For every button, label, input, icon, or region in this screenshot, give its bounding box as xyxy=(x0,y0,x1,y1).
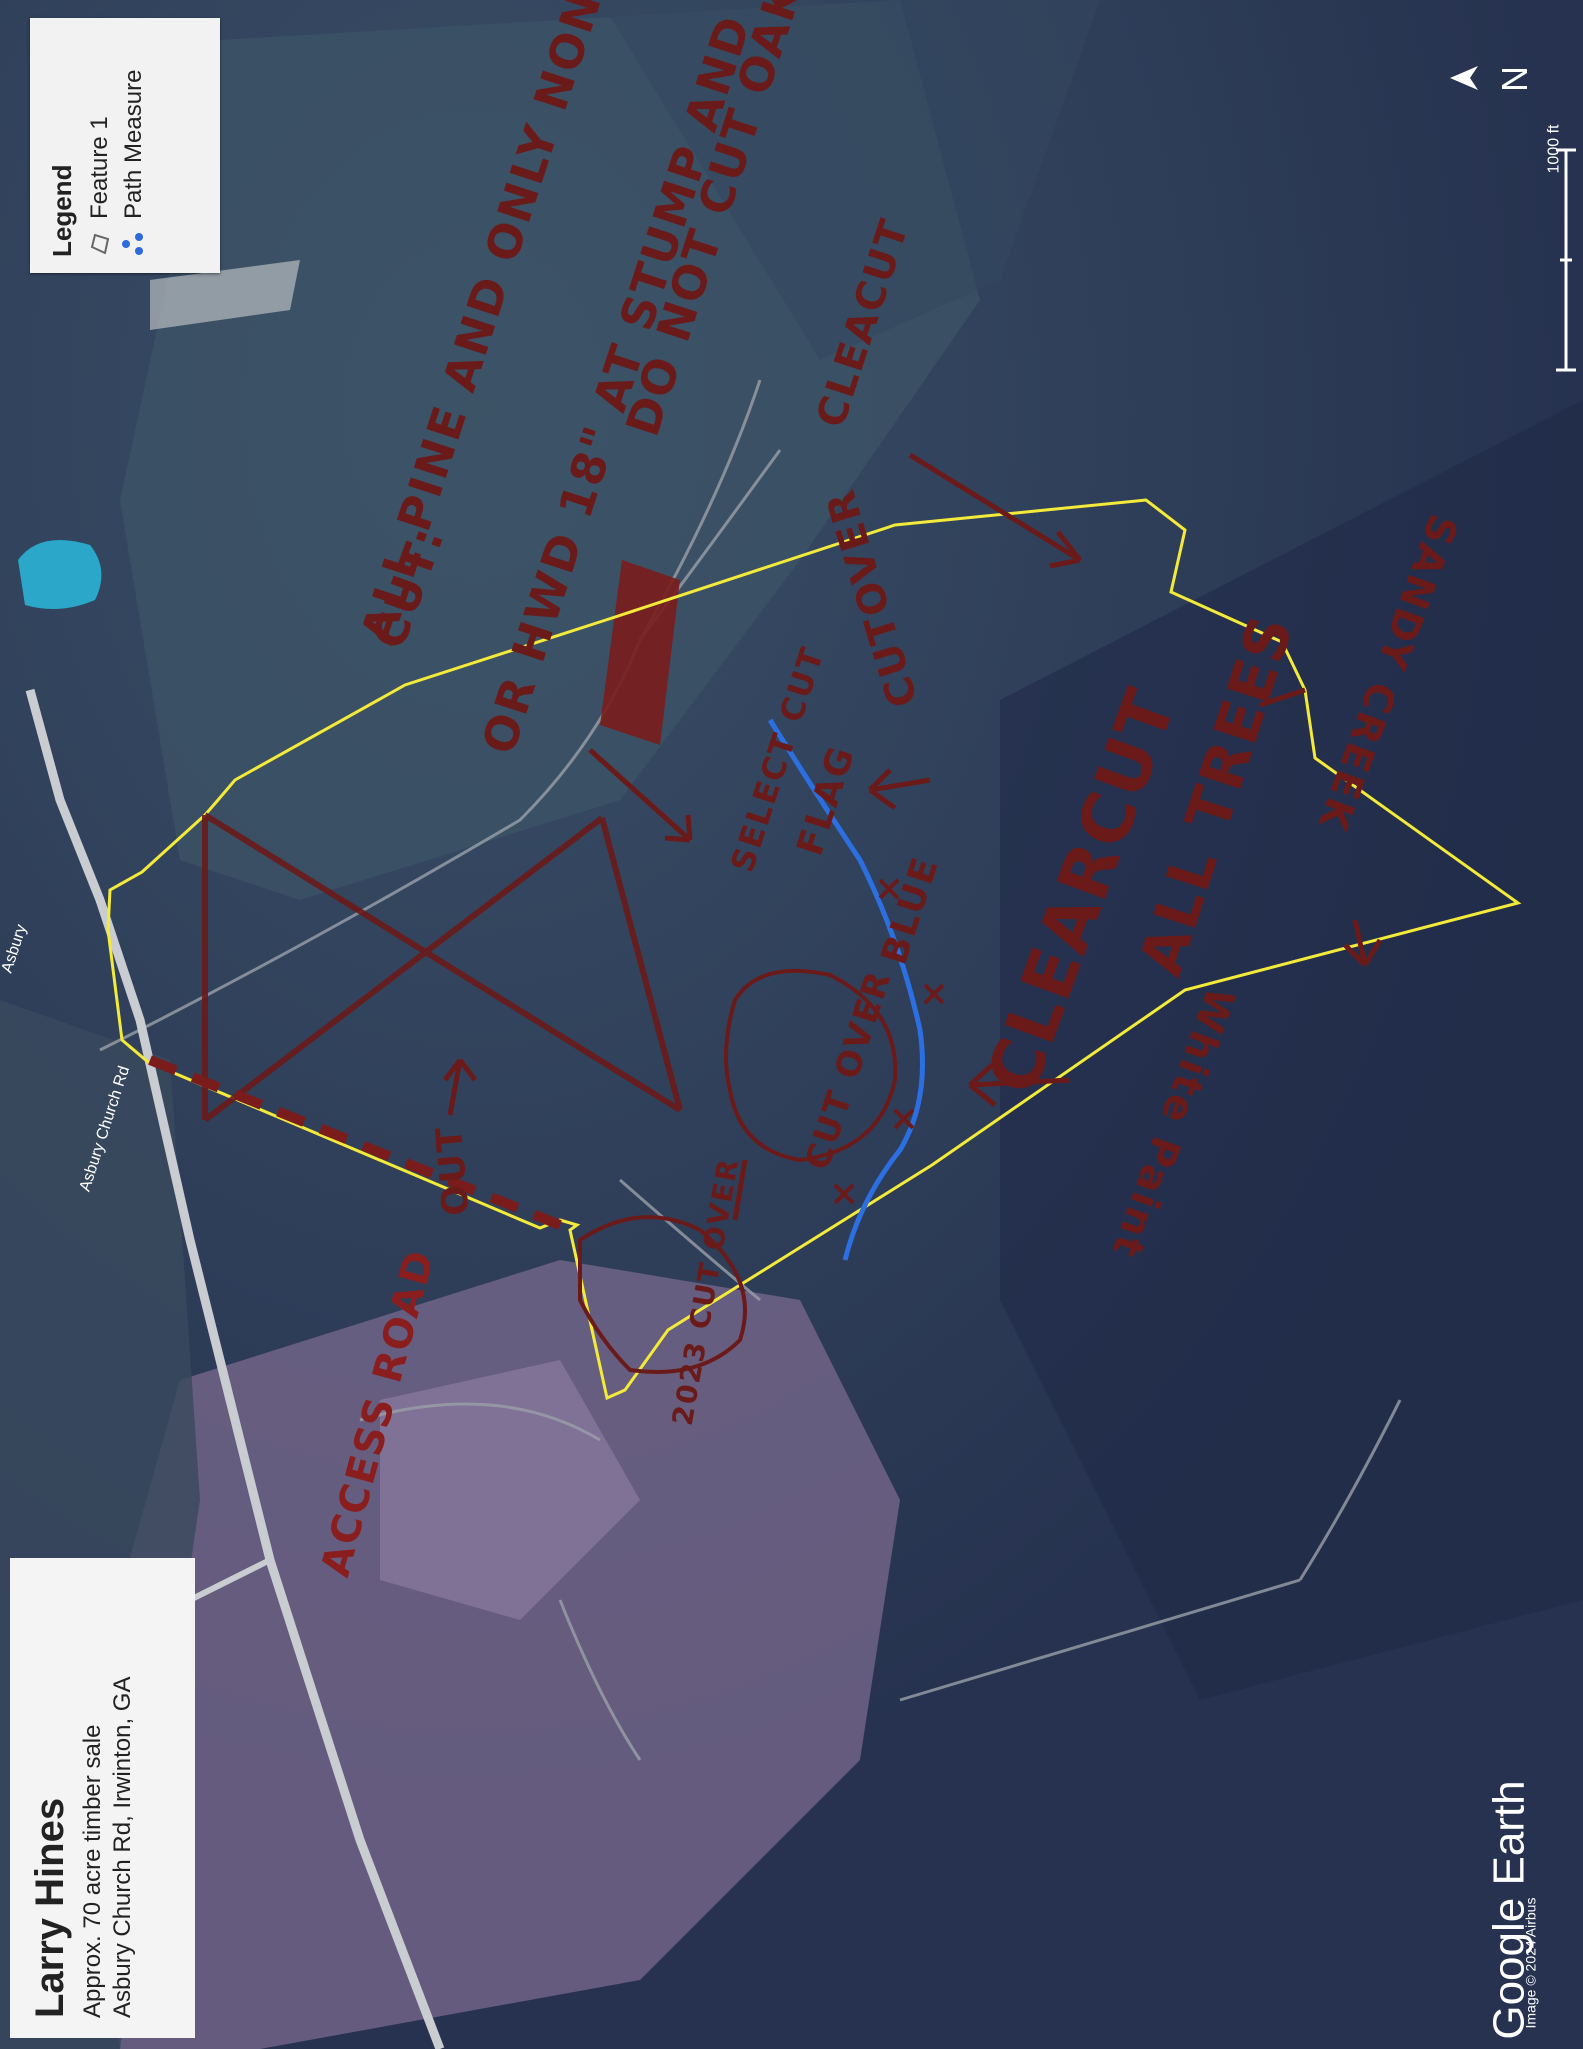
cut-over-blue-outline xyxy=(724,968,898,1163)
north-arrow-icon xyxy=(1450,66,1478,90)
scale-label: 1000 ft xyxy=(1545,124,1563,174)
polygon-icon xyxy=(90,233,110,254)
image-credit: Image © 2024 Airbus xyxy=(1522,1897,1539,2029)
legend-item-path-measure[interactable]: Path Measure xyxy=(120,21,148,257)
pond xyxy=(18,540,102,609)
info-address: Asbury Church Rd, Irwinton, GA xyxy=(108,1676,136,2018)
path-measure-icon xyxy=(122,232,143,255)
cut-area-marker xyxy=(600,560,680,745)
asbury-church-road xyxy=(25,688,445,2049)
legend-item-feature[interactable]: Feature 1 xyxy=(86,21,114,257)
legend-panel: Legend Feature 1 Path Measure xyxy=(30,18,220,273)
legend-title: Legend xyxy=(47,164,77,257)
blue-flag-line xyxy=(767,718,925,1261)
legend-item-label: Path Measure xyxy=(120,69,147,219)
annotation-out: OUT xyxy=(428,1123,478,1218)
info-panel: Larry Hines Approx. 70 acre timber sale … xyxy=(10,1558,195,2038)
info-description: Approx. 70 acre timber sale xyxy=(78,1724,106,2018)
north-label: N xyxy=(1494,66,1535,92)
info-title: Larry Hines xyxy=(27,1797,72,2018)
cut-over-2023-outline xyxy=(578,1215,747,1374)
legend-item-label: Feature 1 xyxy=(86,115,113,219)
scale-bar xyxy=(1556,148,1576,372)
access-road-line xyxy=(148,1055,562,1230)
